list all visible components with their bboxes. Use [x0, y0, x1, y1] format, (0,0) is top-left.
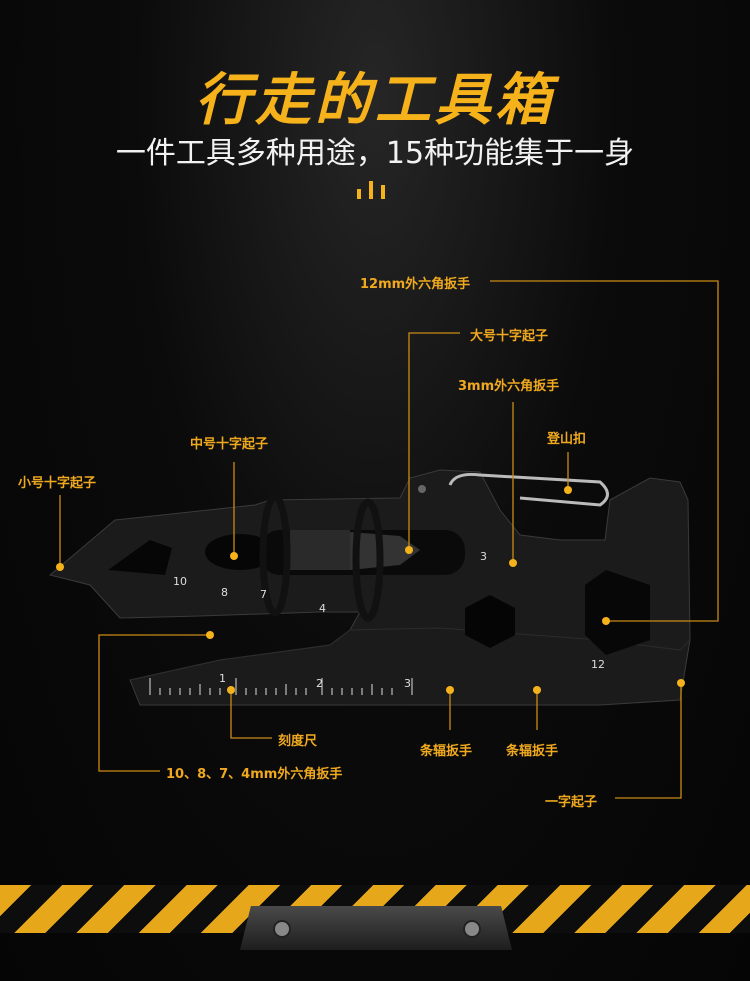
marking-12: 12	[591, 658, 605, 671]
label-carabiner: 登山扣	[547, 432, 587, 447]
label-small-phillips: 小号十字起子	[18, 476, 97, 491]
multitool-edge	[129, 627, 691, 681]
marking-8: 8	[221, 586, 228, 599]
marking-4: 4	[319, 602, 326, 615]
label-spoke-wrench-2: 条辐扳手	[506, 744, 559, 759]
label-hex-multi: 10、8、7、4mm外六角扳手	[166, 767, 343, 782]
marking-10: 10	[173, 575, 187, 588]
ruler-2: 2	[316, 677, 323, 690]
accent-bars-icon	[357, 180, 393, 199]
label-medium-phillips: 中号十字起子	[190, 437, 269, 452]
rubber-ring	[352, 498, 384, 622]
ruler-1: 1	[219, 672, 226, 685]
rubber-ring	[259, 493, 291, 617]
label-spoke-wrench-1: 条辐扳手	[420, 744, 473, 759]
callout-dots	[56, 486, 685, 694]
screw-icon	[273, 920, 291, 938]
page-subtitle: 一件工具多种用途，15种功能集于一身	[115, 136, 635, 171]
multitool-body	[48, 469, 691, 706]
ruler-3: 3	[404, 677, 411, 690]
label-flat-screwdriver: 一字起子	[545, 795, 598, 810]
slot-cutout	[205, 534, 275, 570]
carabiner-gate	[448, 473, 609, 507]
label-large-phillips: 大号十字起子	[470, 329, 549, 344]
label-hex-12mm: 12mm外六角扳手	[360, 277, 471, 292]
bit	[290, 530, 350, 570]
leader-lines	[59, 280, 719, 799]
bit-tip	[350, 532, 420, 570]
triangle-cutout	[108, 540, 172, 575]
label-hex-3mm: 3mm外六角扳手	[458, 379, 560, 394]
hex-cutout	[465, 595, 515, 648]
marking-7: 7	[260, 588, 267, 601]
ruler-ticks	[149, 678, 413, 695]
hex-12-cutout	[585, 570, 650, 655]
page-title: 行走的工具箱	[195, 68, 555, 133]
screw-icon	[463, 920, 481, 938]
marking-3: 3	[480, 550, 487, 563]
rivet	[418, 485, 426, 493]
label-ruler: 刻度尺	[278, 734, 318, 749]
